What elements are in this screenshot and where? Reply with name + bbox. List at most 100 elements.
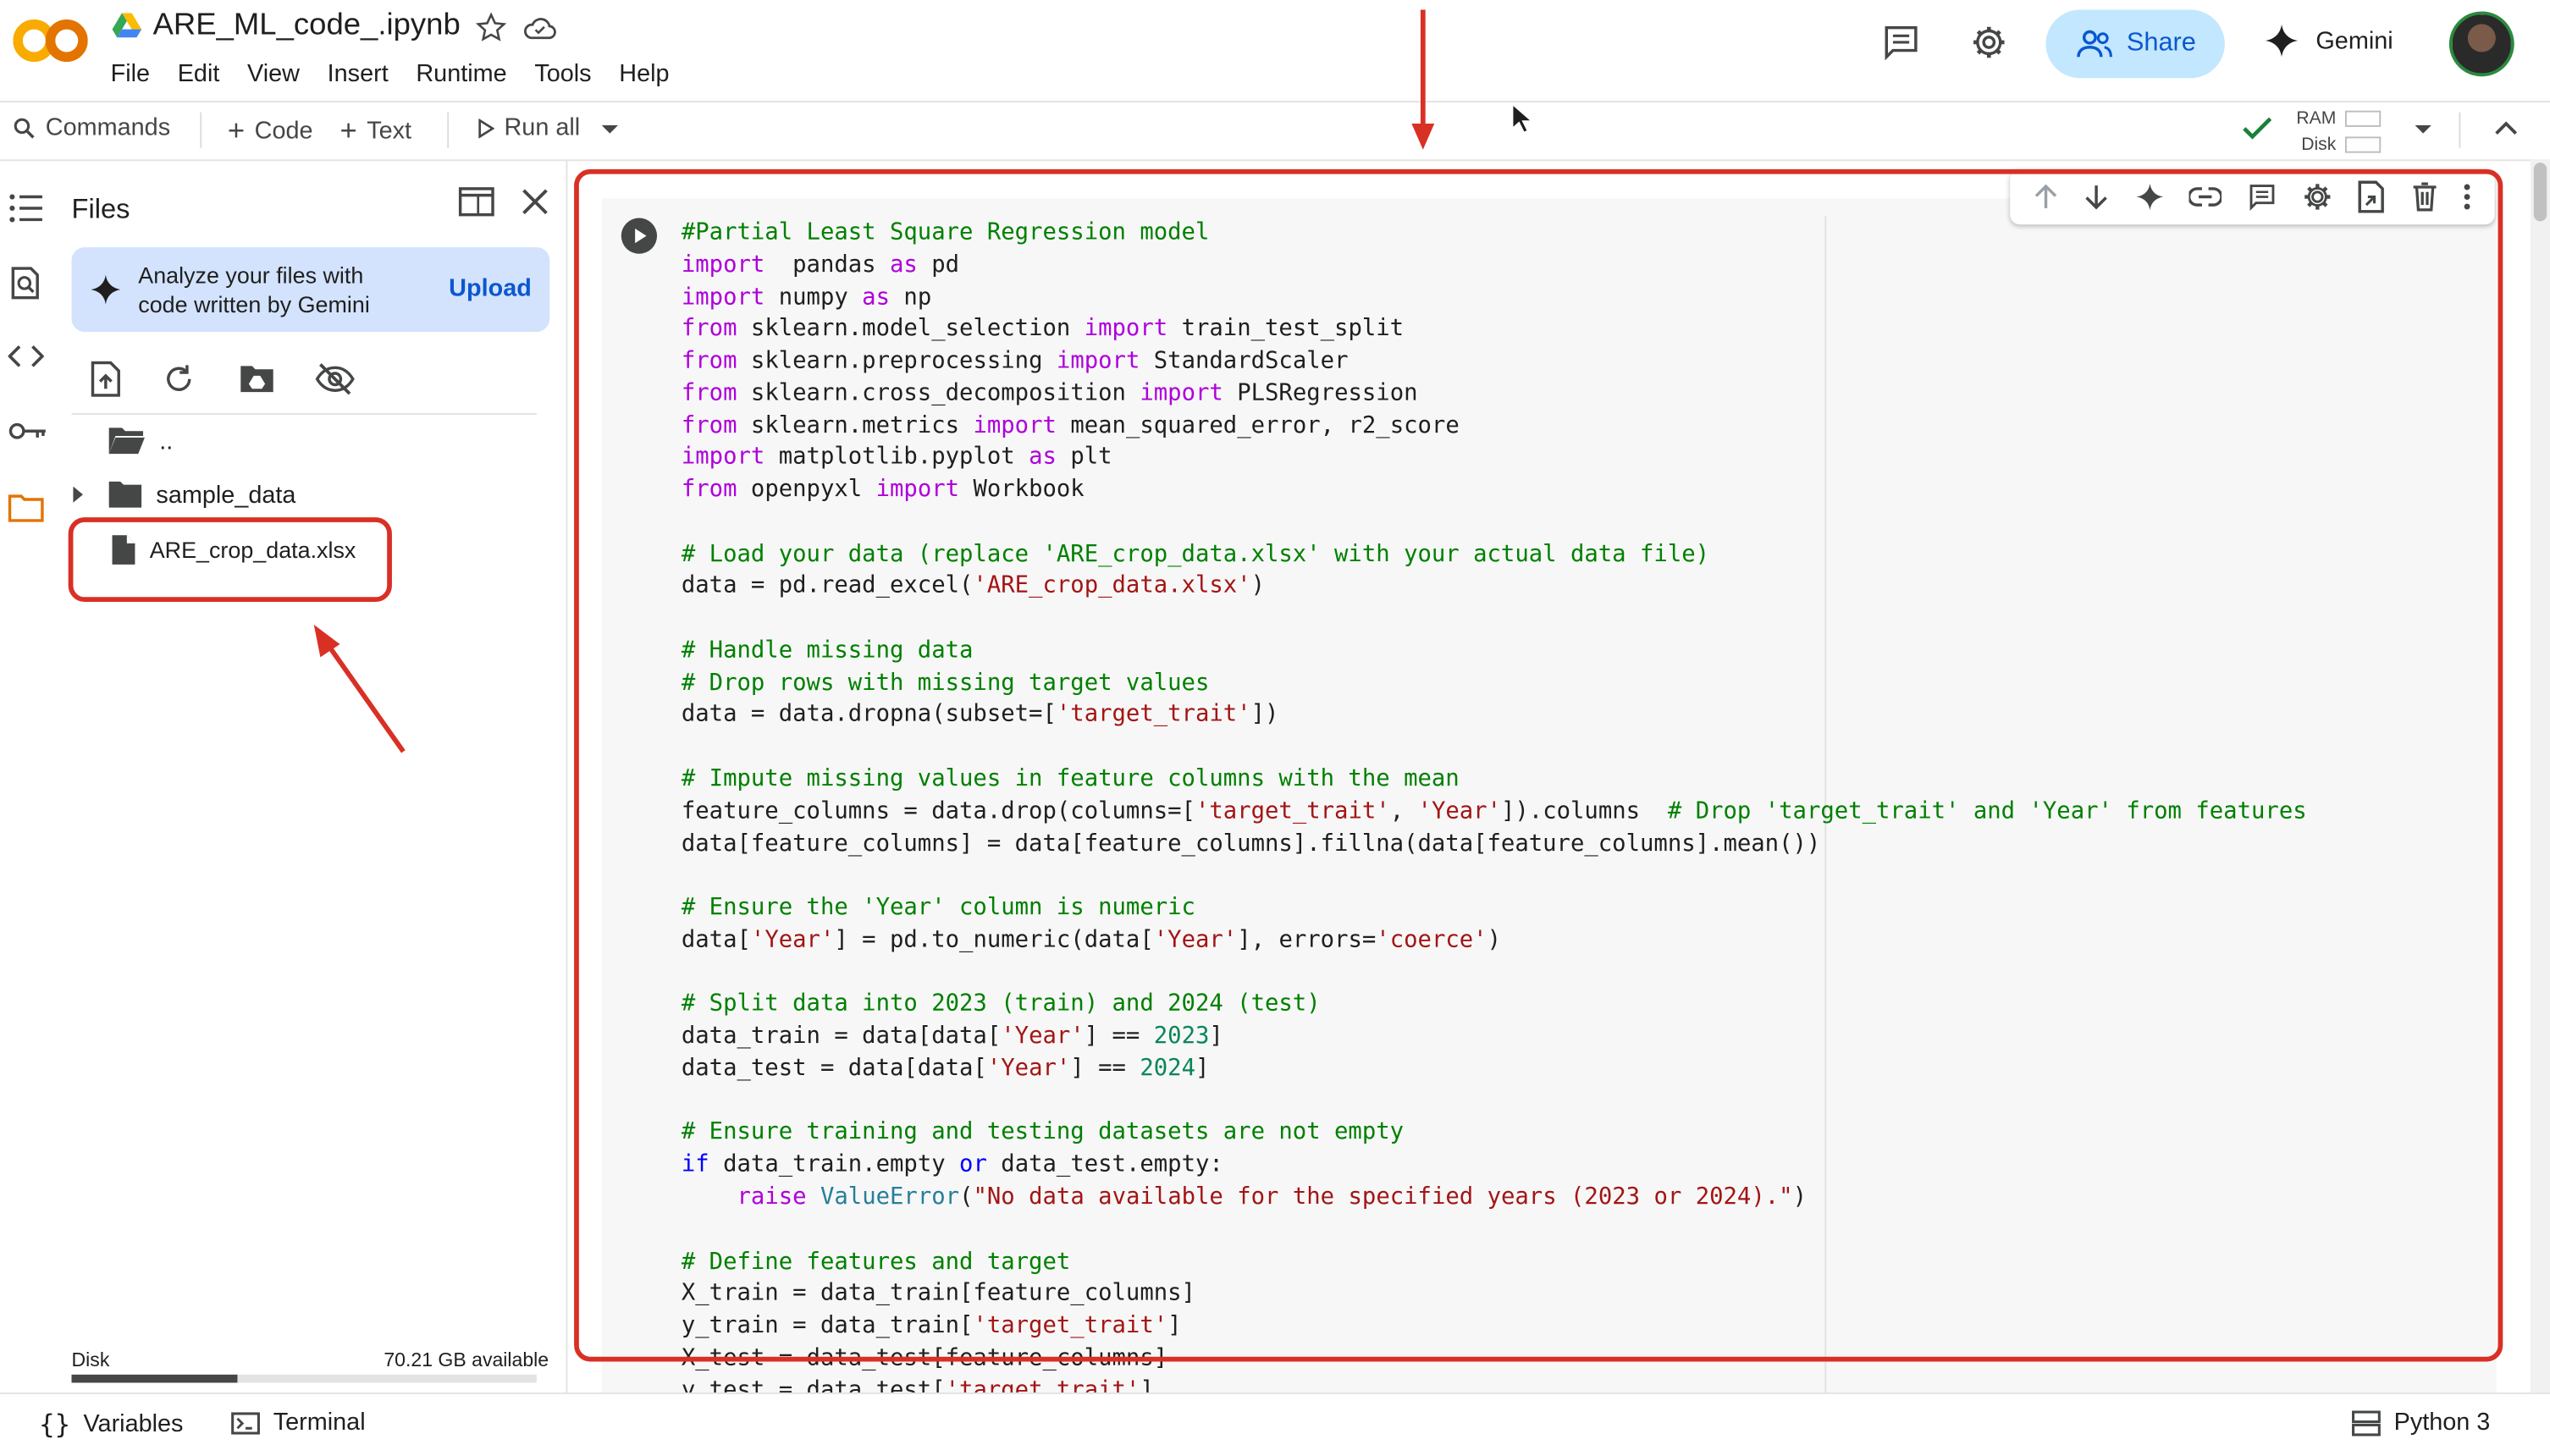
tree-item-file[interactable]: ARE_crop_data.xlsx <box>111 533 356 565</box>
menu-insert[interactable]: Insert <box>327 60 389 88</box>
expand-triangle-icon[interactable] <box>72 486 85 503</box>
gemini-spark-icon <box>90 273 122 306</box>
menu-tools[interactable]: Tools <box>534 60 592 88</box>
toolbar-divider <box>2459 112 2461 148</box>
menu-file[interactable]: File <box>110 60 151 88</box>
code-token: 'Year' <box>986 1056 1071 1082</box>
menu-runtime[interactable]: Runtime <box>416 60 507 88</box>
add-code-button[interactable]: + Code <box>228 114 313 148</box>
code-token: from <box>681 316 737 343</box>
people-icon <box>2074 28 2113 60</box>
annotation-arrow-down <box>1411 9 1435 150</box>
gemini-button[interactable]: Gemini <box>2264 23 2393 58</box>
text-label: Text <box>367 117 412 146</box>
disk-usage-label: Disk <box>71 1348 110 1371</box>
gemini-spark-icon[interactable] <box>2135 182 2165 212</box>
upload-file-icon[interactable] <box>90 361 122 397</box>
file-icon <box>111 533 137 565</box>
upload-link[interactable]: Upload <box>449 274 532 303</box>
code-token: # Drop rows with missing target values <box>681 670 1210 696</box>
settings-gear-icon[interactable] <box>2302 182 2332 212</box>
share-button[interactable]: Share <box>2045 9 2225 79</box>
vertical-scrollbar[interactable] <box>2530 159 2550 1393</box>
code-line: data['Year'] = pd.to_numeric(data['Year'… <box>682 925 2307 957</box>
colab-logo[interactable] <box>13 16 88 65</box>
folder-icon <box>108 480 143 510</box>
code-token: 'ARE_crop_data.xlsx' <box>973 573 1251 599</box>
resource-indicator[interactable]: RAM Disk <box>2296 106 2382 157</box>
delete-trash-icon[interactable] <box>2411 182 2437 212</box>
play-icon <box>635 228 647 244</box>
run-all-button[interactable]: Run all <box>478 114 580 141</box>
code-line: from openpyxl import Workbook <box>682 475 2307 507</box>
code-snippets-icon[interactable] <box>8 343 44 369</box>
close-icon[interactable] <box>522 189 549 215</box>
code-line: y_train = data_train['target_trait'] <box>682 1311 2307 1343</box>
move-up-arrow-icon[interactable] <box>2033 182 2059 212</box>
cloud-saved-icon[interactable] <box>522 13 558 42</box>
code-token: Workbook <box>959 477 1085 504</box>
code-token: ( <box>959 1183 974 1211</box>
code-token: 'coerce' <box>1376 927 1488 953</box>
mirror-cell-icon[interactable] <box>2357 180 2387 213</box>
variables-button[interactable]: {} Variables <box>39 1409 183 1440</box>
disk-usage-bar <box>71 1374 537 1383</box>
code-line: data_train = data[data['Year'] == 2023] <box>682 1022 2307 1054</box>
annotation-highlight-file <box>68 517 392 603</box>
run-cell-button[interactable] <box>621 218 658 254</box>
code-token: feature_columns = data.drop(columns=[ <box>681 798 1195 825</box>
star-icon[interactable] <box>475 11 507 43</box>
code-line: X_train = data_train[feature_columns] <box>682 1279 2307 1311</box>
gemini-analyze-card: Analyze your files with code written by … <box>71 247 550 333</box>
terminal-button[interactable]: Terminal <box>231 1409 366 1437</box>
mount-drive-icon[interactable] <box>239 364 274 394</box>
cell-toolbar <box>2010 168 2495 225</box>
menu-view[interactable]: View <box>247 60 300 88</box>
commands-button[interactable]: Commands <box>13 114 170 141</box>
add-text-button[interactable]: + Text <box>339 114 411 148</box>
refresh-icon[interactable] <box>163 363 195 395</box>
code-token: X_train = data_train[feature_columns] <box>681 1280 1195 1307</box>
table-of-contents-icon[interactable] <box>8 192 44 224</box>
tree-item-folder[interactable]: sample_data <box>108 480 295 510</box>
code-line: feature_columns = data.drop(columns=['ta… <box>682 797 2307 829</box>
secrets-key-icon[interactable] <box>8 420 47 443</box>
link-icon[interactable] <box>2189 187 2222 207</box>
move-down-arrow-icon[interactable] <box>2084 182 2110 212</box>
user-avatar[interactable] <box>2448 11 2514 77</box>
code-line: from sklearn.cross_decomposition import … <box>682 378 2307 411</box>
files-folder-icon[interactable] <box>8 493 44 522</box>
code-token: # Load your data (replace 'ARE_crop_data… <box>681 541 1710 568</box>
scrollbar-thumb[interactable] <box>2533 163 2547 222</box>
code-token: ]) <box>1250 702 1279 728</box>
app-header <box>0 0 2550 103</box>
open-in-tab-icon[interactable] <box>458 185 494 218</box>
code-line: raise ValueError("No data available for … <box>682 1183 2307 1215</box>
hide-hidden-files-icon[interactable] <box>315 361 355 397</box>
code-line: data[feature_columns] = data[feature_col… <box>682 829 2307 861</box>
more-options-icon[interactable] <box>2463 182 2473 212</box>
notebook-title[interactable]: ARE_ML_code_.ipynb <box>152 8 461 42</box>
ram-label: RAM <box>2296 108 2337 129</box>
comment-icon[interactable] <box>2248 182 2277 212</box>
tree-parent-directory[interactable]: .. <box>108 426 173 455</box>
code-token: import <box>875 477 960 504</box>
parent-label: .. <box>159 427 174 455</box>
code-token: from <box>681 477 737 504</box>
settings-gear-icon[interactable] <box>1969 23 2008 62</box>
menu-help[interactable]: Help <box>619 60 670 88</box>
runtime-chevron-down-icon[interactable] <box>2414 124 2433 136</box>
run-options-chevron-down-icon[interactable] <box>600 124 620 136</box>
menu-edit[interactable]: Edit <box>177 60 220 88</box>
terminal-label: Terminal <box>273 1409 366 1437</box>
collapse-chevron-up-icon[interactable] <box>2495 120 2518 136</box>
find-replace-icon[interactable] <box>8 265 44 301</box>
code-token: np <box>890 284 932 311</box>
code-cell[interactable] <box>601 198 2497 1394</box>
code-token: data_train = data[data[ <box>681 1023 1002 1050</box>
notebook-toolbar <box>0 101 2550 162</box>
comment-icon[interactable] <box>1882 23 1921 62</box>
runtime-type-button[interactable]: Python 3 <box>2352 1409 2490 1437</box>
code-token: 'target_trait' <box>1195 798 1390 825</box>
